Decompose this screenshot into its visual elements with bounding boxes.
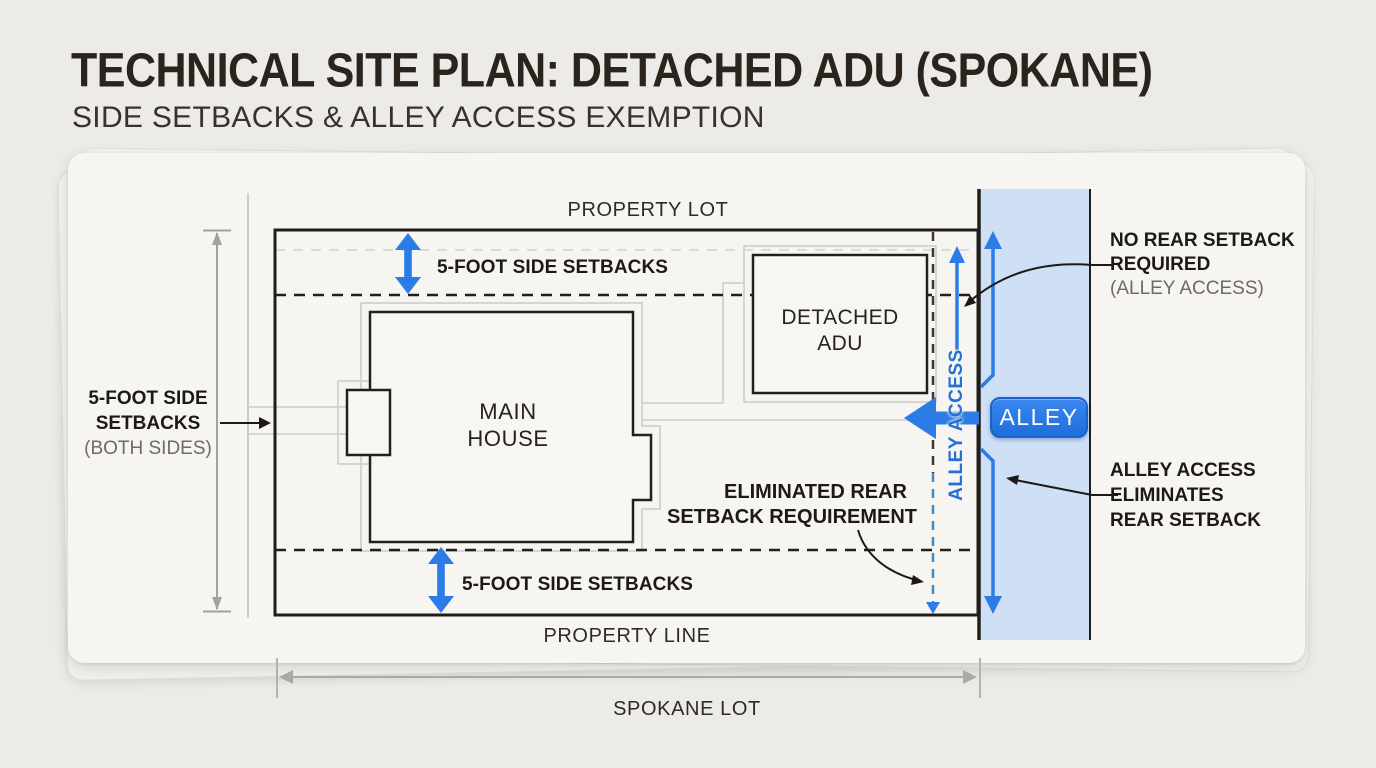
alley-access-label: ALLEY ACCESS <box>946 349 967 501</box>
site-plan-card: PROPERTY LOT PROPERTY LINE 5-FOOT SIDE S… <box>68 153 1305 663</box>
left-note-line3: (BOTH SIDES) <box>84 438 212 459</box>
property-lot-label: PROPERTY LOT <box>567 199 729 221</box>
spokane-lot-label: SPOKANE LOT <box>613 698 761 720</box>
spokane-dim-line <box>290 676 966 678</box>
property-line-label: PROPERTY LINE <box>543 625 711 647</box>
eliminated-line1: ELIMINATED REAR <box>724 481 907 503</box>
up-arrowhead-icon <box>212 232 222 245</box>
left-note-line1: 5-FOOT SIDE <box>88 388 208 409</box>
alley-badge: ALLEY <box>990 397 1088 438</box>
left-setback-note: 5-FOOT SIDE SETBACKS (BOTH SIDES) <box>68 386 228 461</box>
eliminated-rear-note: ELIMINATED REAR SETBACK REQUIREMENT <box>667 480 918 530</box>
setback-double-arrows <box>395 233 454 613</box>
setback-bottom-label: 5-FOOT SIDE SETBACKS <box>462 574 694 595</box>
adu-shape <box>751 253 929 395</box>
alley-access-left-arrow-icon <box>904 397 979 439</box>
main-house-shape <box>368 310 653 544</box>
eliminated-arrowhead-icon <box>911 575 924 585</box>
alley-access-up-arrowhead-icon <box>949 246 965 263</box>
no-rear-setback-note: NO REAR SETBACK REQUIRED (ALLEY ACCESS) <box>1110 229 1295 301</box>
no-rear-arrowhead-icon <box>964 295 976 307</box>
page-title: TECHNICAL SITE PLAN: DETACHED ADU (SPOKA… <box>71 44 1153 98</box>
leader-lines <box>220 263 1118 582</box>
eliminated-leader-curve <box>857 529 921 582</box>
adu-ghost-step <box>722 282 745 403</box>
bottom-setback-double-arrow-icon <box>428 547 454 613</box>
adu-ghost-outline <box>743 245 937 403</box>
alley-dim-lower-line <box>979 447 995 600</box>
eliminated-line2: SETBACK REQUIREMENT <box>667 506 918 528</box>
no-rear-leader-line <box>968 263 1114 303</box>
spokane-dim-tick-left <box>276 658 278 698</box>
site-plan-card-stack: PROPERTY LOT PROPERTY LINE 5-FOOT SIDE S… <box>57 147 1316 681</box>
alley-up-arrowhead-icon <box>984 231 1002 249</box>
no-rear-line1: NO REAR SETBACK <box>1110 230 1295 251</box>
adu-label: DETACHED ADU <box>760 305 920 357</box>
setback-top-label: 5-FOOT SIDE SETBACKS <box>437 257 669 278</box>
alley-eliminates-note: ALLEY ACCESS ELIMINATES REAR SETBACK <box>1110 458 1261 533</box>
spokane-dim-tick-right <box>979 658 981 698</box>
spokane-left-arrowhead-icon <box>279 670 293 684</box>
left-note-line2: SETBACKS <box>95 413 201 434</box>
alley-note-line2: ELIMINATES <box>1110 485 1224 506</box>
main-house-label: MAIN HOUSE <box>428 398 588 452</box>
top-setback-double-arrow-icon <box>395 233 421 294</box>
spokane-right-arrowhead-icon <box>963 670 977 684</box>
alley-note-arrowhead-icon <box>1006 475 1019 485</box>
no-rear-line2: REQUIRED <box>1110 254 1211 275</box>
down-arrowhead-icon <box>212 597 222 610</box>
rear-setback-arrowhead-icon <box>926 602 940 614</box>
page-subtitle: SIDE SETBACKS & ALLEY ACCESS EXEMPTION <box>72 101 765 134</box>
main-house-label-line1: MAIN <box>479 399 537 424</box>
main-house-label-line2: HOUSE <box>467 426 549 451</box>
alley-note-line1: ALLEY ACCESS <box>1110 460 1256 481</box>
alley-down-arrowhead-icon <box>984 596 1002 614</box>
alley-dim-upper-line <box>979 245 995 389</box>
no-rear-line3: (ALLEY ACCESS) <box>1110 278 1264 299</box>
adu-label-line2: ADU <box>817 332 863 355</box>
alley-note-line3: REAR SETBACK <box>1110 510 1261 531</box>
main-house-bump-shape <box>345 388 392 457</box>
site-plan-svg <box>203 189 1118 640</box>
adu-label-line1: DETACHED <box>781 306 899 329</box>
left-dimension <box>203 229 231 613</box>
left-note-arrowhead-icon <box>259 417 271 429</box>
alley-dimension <box>979 245 995 600</box>
alley-note-leader-line <box>1009 478 1118 496</box>
